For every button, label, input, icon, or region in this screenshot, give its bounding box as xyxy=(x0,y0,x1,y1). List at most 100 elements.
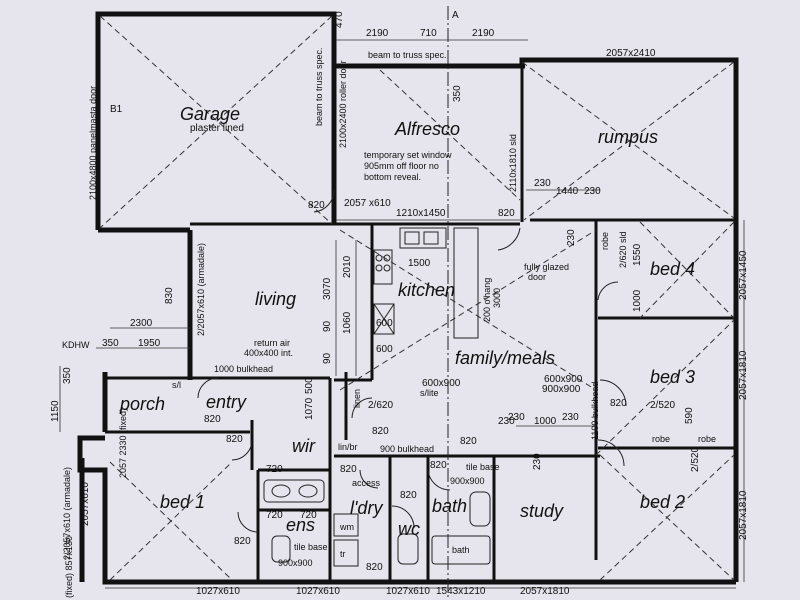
dim-2520b: 2/520 xyxy=(690,447,701,472)
dim-2190a: 2190 xyxy=(366,28,389,39)
room-ens: ens xyxy=(286,515,315,535)
room-labels: Garage plaster lined Alfresco rumpus liv… xyxy=(119,104,695,539)
room-study: study xyxy=(520,501,564,521)
note-fully-glazed-1: fully glazed xyxy=(524,262,569,272)
dim-720a: 720 xyxy=(266,464,283,475)
room-rumpus: rumpus xyxy=(598,127,658,147)
dim-230b: 230 xyxy=(584,186,601,197)
dim-830: 830 xyxy=(164,287,175,304)
dim-820-ens: 820 xyxy=(234,536,251,547)
label-tr: tr xyxy=(340,549,346,559)
section-a-label: A xyxy=(452,10,459,21)
note-sl-family: s/lite xyxy=(420,388,439,398)
fixture-labels: B1 robe robe robe linen lin/br access wm… xyxy=(110,104,716,568)
dim-590: 590 xyxy=(684,407,695,424)
room-porch: porch xyxy=(119,394,165,414)
dim-2010: 2010 xyxy=(342,255,353,278)
dim-820-entry2: 820 xyxy=(226,434,243,445)
dim-230c: 230 xyxy=(566,229,577,246)
dim-820-bath: 820 xyxy=(430,460,447,471)
note-sl-entry: s/l xyxy=(172,380,181,390)
note-temp-window-2: 905mm off floor no xyxy=(364,161,439,171)
note-ohang-1: 200 o'hang xyxy=(482,278,492,322)
label-b1: B1 xyxy=(110,104,123,115)
dim-710: 710 xyxy=(420,28,437,39)
label-tile-base-ens-dim: 900x900 xyxy=(278,558,313,568)
room-alfresco: Alfresco xyxy=(394,119,460,139)
dim-1210x1450: 1210x1450 xyxy=(396,208,446,219)
dim-600b: 600 xyxy=(376,344,393,355)
label-access: access xyxy=(352,478,381,488)
room-bed3: bed 3 xyxy=(650,367,695,387)
dim-820-bot: 820 xyxy=(366,562,383,573)
dim-1550: 1550 xyxy=(632,243,643,266)
room-garage-sub: plaster lined xyxy=(190,123,244,134)
note-bulkhead-bed3: 1100 bulkhead xyxy=(590,382,600,440)
room-bed2: bed 2 xyxy=(640,492,685,512)
dim-1950: 1950 xyxy=(138,338,161,349)
room-wc: wc xyxy=(398,519,420,539)
note-roller-door: 2100x2400 roller door xyxy=(338,60,348,148)
dim-350c: 350 xyxy=(62,367,73,384)
dim-2057x1810c: 2057x1810 xyxy=(520,586,570,597)
room-entry: entry xyxy=(206,392,247,412)
dim-1070: 1070 xyxy=(304,397,315,420)
dim-350: 350 xyxy=(452,85,463,102)
note-return-air-1: return air xyxy=(254,338,290,348)
dim-350b: 350 xyxy=(102,338,119,349)
dimension-lines xyxy=(59,39,745,589)
note-ohang-2: 3000 xyxy=(492,288,502,308)
note-bulkhead-hall: 900 bulkhead xyxy=(380,444,434,454)
note-beam-truss-top: beam to truss spec. xyxy=(368,50,447,60)
label-linen: linen xyxy=(352,389,362,408)
notes: 2100x4800 panelmasta door beam to truss … xyxy=(62,47,628,598)
dim-600x900a: 600x900 xyxy=(422,378,461,389)
dim-1000: 1000 xyxy=(632,289,643,312)
dim-820-study: 820 xyxy=(460,436,477,447)
dim-2520: 2/520 xyxy=(650,400,675,411)
dim-90b: 90 xyxy=(322,352,333,364)
dim-2057x610-bed1: 2057x610 xyxy=(80,482,91,526)
dim-230d: 230 xyxy=(508,412,525,423)
note-garage-door: 2100x4800 panelmasta door xyxy=(88,86,98,200)
note-armadale-living: 2/2057x610 (armadale) xyxy=(196,243,206,336)
label-wm: wm xyxy=(339,522,354,532)
dim-2057x610-alf: 2057 x610 xyxy=(344,198,391,209)
dim-600x900b: 600x900 xyxy=(544,374,583,385)
dim-2620: 2/620 xyxy=(368,400,393,411)
dim-230a: 230 xyxy=(534,178,551,189)
room-garage: Garage xyxy=(180,104,240,124)
note-beam-truss-side: beam to truss spec. xyxy=(314,47,324,126)
dim-820-bath2: 820 xyxy=(400,490,417,501)
note-return-air-2: 400x400 int. xyxy=(244,348,293,358)
dim-820-ldry: 820 xyxy=(340,464,357,475)
door-swings xyxy=(197,189,627,533)
dim-1440: 1440 xyxy=(556,186,579,197)
dim-230f: 230 xyxy=(532,453,543,470)
note-kdhw: KDHW xyxy=(62,340,90,350)
label-robe-bed3a: robe xyxy=(652,434,670,444)
dim-820-hall: 820 xyxy=(372,426,389,437)
dim-2057x1810a: 2057x1810 xyxy=(738,350,749,400)
note-armadale-bed1: 2/2057x610 (armadale) xyxy=(62,467,72,560)
dim-1060: 1060 xyxy=(342,311,353,334)
dim-1000b: 1000 xyxy=(534,416,557,427)
room-ldry: l'dry xyxy=(350,498,383,518)
dim-470: 470 xyxy=(334,11,345,28)
dim-2057x2410: 2057x2410 xyxy=(606,48,656,59)
dim-1027x610a: 1027x610 xyxy=(196,586,240,597)
note-bulkhead-living: 1000 bulkhead xyxy=(214,364,273,374)
note-temp-window-3: bottom reveal. xyxy=(364,172,421,182)
external-walls xyxy=(77,11,739,585)
dim-2057x1810b: 2057x1810 xyxy=(738,490,749,540)
room-living: living xyxy=(255,289,296,309)
label-robe-bed4: robe xyxy=(600,232,610,250)
dim-1027x610c: 1027x610 xyxy=(386,586,430,597)
roof-diagonals xyxy=(99,15,735,581)
dim-820-garage: 820 xyxy=(308,200,325,211)
kitchen-fixtures xyxy=(373,227,479,339)
note-fixed-bed1: 2057 2330 (fixed) xyxy=(118,408,128,478)
dim-2300: 2300 xyxy=(130,318,153,329)
label-linbr: lin/br xyxy=(338,442,358,452)
